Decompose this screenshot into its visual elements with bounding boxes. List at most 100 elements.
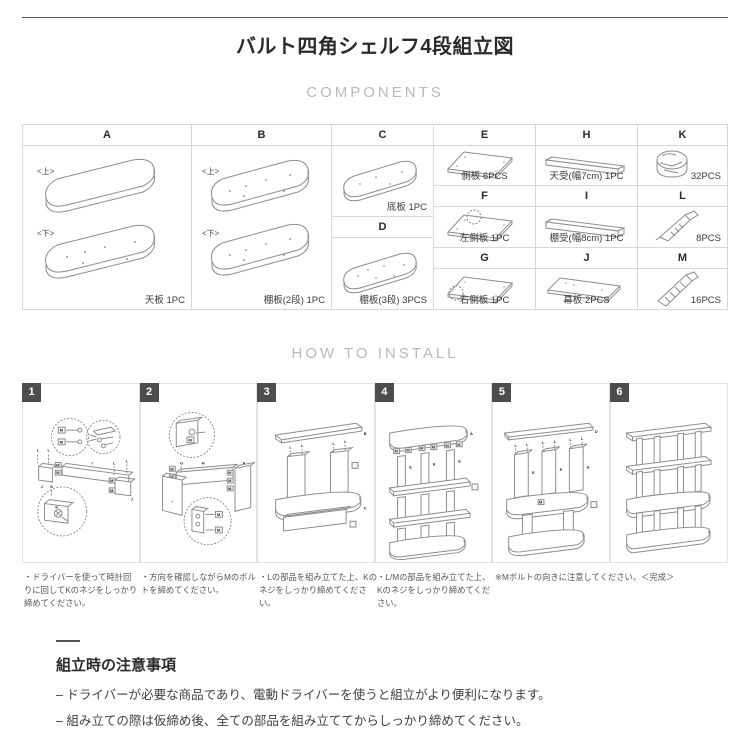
component-letter-e: E	[434, 125, 535, 146]
svg-text:M: M	[60, 439, 63, 444]
svg-text:M: M	[217, 527, 220, 532]
component-image-g: 右側板 1PC	[434, 269, 535, 309]
component-letter-d: D	[332, 217, 433, 238]
component-image-k: 32PCS	[638, 146, 727, 185]
panel-b-drawing	[211, 159, 309, 276]
svg-text:M: M	[394, 449, 397, 454]
component-image-i: 棚受(幅8cm) 1PC	[536, 207, 637, 246]
svg-text:D: D	[595, 429, 598, 434]
component-image-m: 16PCS	[638, 269, 727, 309]
component-column-b: B <上> <下>	[192, 125, 332, 309]
dowel-screw-icon	[655, 210, 699, 242]
component-label-k: 32PCS	[690, 171, 721, 183]
step-caption-1: ・ドライバーを使って時計回りに回してKのネジをしっかり締めてください。	[24, 572, 138, 608]
component-label-i: 棚受(幅8cm) 1PC	[549, 232, 624, 244]
svg-text:E: E	[533, 470, 536, 475]
svg-text:a: a	[353, 463, 356, 468]
svg-text:M: M	[539, 500, 542, 505]
svg-text:E: E	[560, 467, 563, 472]
svg-text:M: M	[228, 478, 231, 483]
svg-text:a: a	[592, 502, 595, 507]
svg-text:A: A	[470, 431, 473, 436]
svg-text:M: M	[420, 446, 423, 451]
svg-text:L: L	[37, 448, 40, 453]
svg-text:M: M	[170, 474, 173, 479]
component-letter-l: L	[638, 186, 727, 208]
panel-d-drawing	[343, 252, 417, 294]
component-column-hij: H 天受(幅7cm) 1PC I	[536, 125, 638, 309]
svg-text:L: L	[515, 443, 518, 448]
svg-text:M: M	[217, 512, 220, 517]
component-column-cd: C 底板 1PC D	[332, 125, 434, 309]
component-letter-g: G	[434, 248, 535, 269]
install-step-2: 2 M H M M M	[139, 383, 258, 563]
svg-text:M: M	[228, 486, 231, 491]
panel-c-drawing	[343, 160, 417, 202]
step-captions: ・ドライバーを使って時計回りに回してKのネジをしっかり締めてください。 ・方向を…	[22, 571, 728, 619]
notes-divider	[56, 640, 80, 642]
svg-text:L: L	[542, 440, 545, 445]
component-letter-k: K	[638, 125, 727, 146]
step-number-badge: 3	[257, 383, 277, 402]
component-letter-m: M	[638, 248, 727, 269]
component-label-e: 側板 6PCS	[461, 171, 508, 183]
svg-text:B: B	[364, 431, 367, 436]
svg-text:M: M	[60, 428, 63, 433]
component-letter-i: I	[536, 186, 637, 208]
svg-text:L: L	[126, 458, 129, 463]
notes-heading: 組立時の注意事項	[56, 657, 177, 674]
component-image-d: 棚板(3段) 3PCS	[332, 238, 433, 309]
svg-text:L: L	[290, 445, 293, 450]
step-number-badge: 4	[374, 383, 394, 402]
components-section-title: COMPONENTS	[306, 84, 444, 101]
svg-text:M: M	[56, 462, 59, 467]
component-letter-a: A	[23, 125, 191, 146]
component-label-j: 幕板 2PCS	[563, 294, 610, 306]
svg-text:E: E	[587, 464, 590, 469]
component-image-e: 側板 6PCS	[434, 146, 535, 185]
bolt-icon	[657, 271, 699, 307]
component-label-g: 右側板 1PC	[459, 294, 510, 306]
step-6-drawing	[625, 422, 713, 554]
install-step-3: 3 B L L L L a	[257, 383, 375, 563]
install-step-4: 4 A M M M M M M	[374, 383, 493, 563]
orientation-label-top-b: <上>	[202, 167, 220, 176]
cam-lock-icon	[656, 150, 688, 178]
panel-g-drawing	[446, 276, 514, 304]
svg-text:M: M	[445, 443, 448, 448]
component-letter-h: H	[536, 125, 637, 146]
component-label-m: 16PCS	[690, 294, 721, 306]
component-letter-f: F	[434, 186, 535, 208]
bar-i-drawing	[544, 218, 626, 238]
install-step-6: 6	[609, 383, 728, 563]
component-label-f: 左側板 1PC	[459, 232, 510, 244]
component-letter-j: J	[536, 248, 637, 269]
orientation-label-bottom-a: <下>	[37, 229, 55, 238]
svg-text:C: C	[364, 505, 367, 510]
component-column-efg: E 側板 6PCS F	[434, 125, 536, 309]
svg-text:M: M	[228, 470, 231, 475]
component-label-a: 天板 1PC	[144, 295, 185, 306]
component-column-a: A <上> <下>	[23, 125, 192, 309]
svg-text:L: L	[582, 436, 585, 441]
step-3-drawing: B L L L L a C	[274, 422, 367, 532]
component-label-d: 棚板(3段) 3PCS	[359, 295, 427, 306]
svg-text:M: M	[406, 448, 409, 453]
component-image-a: <上> <下>	[23, 146, 191, 309]
svg-text:I: I	[92, 460, 93, 465]
component-image-l: 8PCS	[638, 207, 727, 246]
svg-text:L: L	[301, 443, 304, 448]
svg-text:K: K	[55, 504, 58, 509]
step-caption-4: ・L/Mの部品を組み立てた上、Kのネジをしっかり締めてください。	[377, 572, 491, 608]
svg-text:G: G	[180, 460, 183, 465]
components-table: A <上> <下>	[22, 124, 728, 310]
orientation-label-bottom-b: <下>	[202, 229, 220, 238]
svg-text:J: J	[41, 484, 43, 489]
panel-j-drawing	[546, 277, 622, 302]
svg-text:K: K	[50, 484, 53, 489]
howto-section-title: HOW TO INSTALL	[291, 345, 459, 362]
step-4-drawing: A M M M M M M E E E	[388, 425, 479, 561]
step-5-drawing: D L L L L L L E E E	[504, 422, 598, 557]
svg-text:M: M	[56, 470, 59, 475]
